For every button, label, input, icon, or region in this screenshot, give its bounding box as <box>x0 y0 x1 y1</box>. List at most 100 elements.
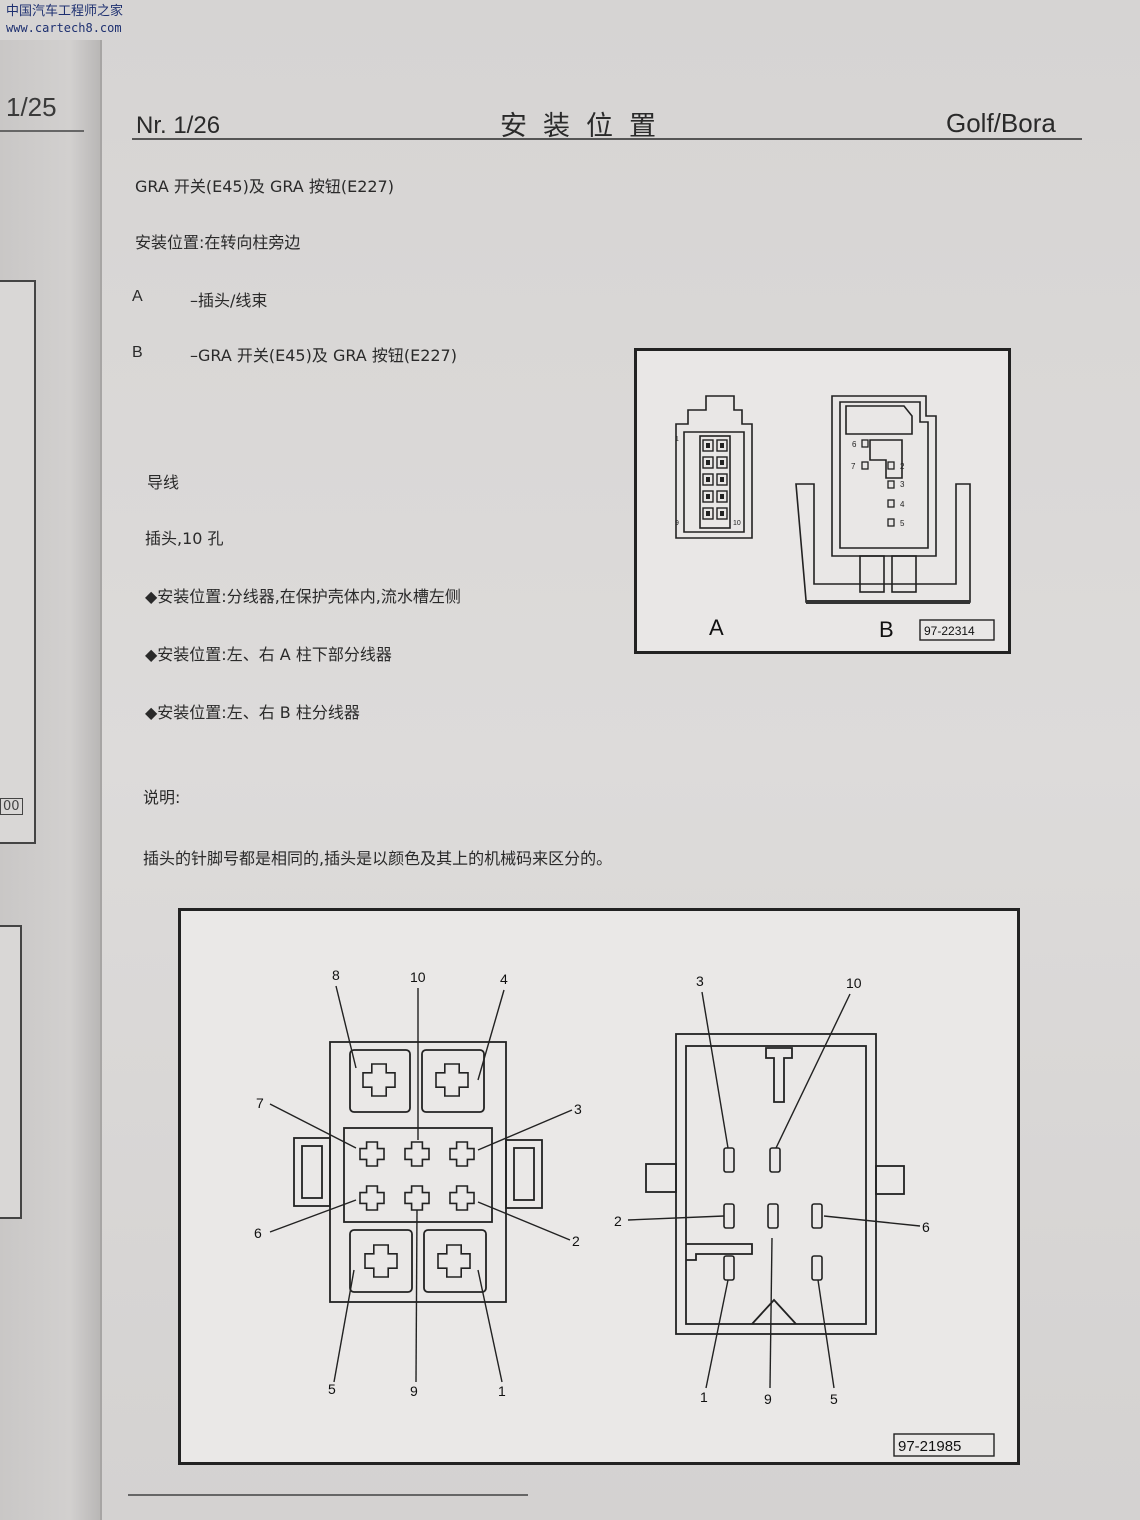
left-pin-label-8: 8 <box>332 967 340 983</box>
legend-key-a: A <box>132 288 143 305</box>
connector-a-pin-1: 1 <box>675 436 679 443</box>
left-pin-label-6: 6 <box>254 1225 262 1241</box>
legend-text-a: –插头/线束 <box>190 291 268 310</box>
large-cavity <box>362 1063 396 1097</box>
connector-a-cavity-mark <box>706 443 710 448</box>
connector-a-cavities <box>702 439 728 520</box>
connector-a-cavity <box>716 490 728 503</box>
connector-a-cavity <box>702 456 714 469</box>
connector-a-cavity <box>716 473 728 486</box>
left-pin-label-10: 10 <box>410 969 426 985</box>
switch-contact <box>887 461 895 470</box>
connector-a-cavity-mark <box>706 494 710 499</box>
pin-slot <box>769 1147 781 1173</box>
watermark: 中国汽车工程师之家 www.cartech8.com <box>6 4 123 36</box>
note-text: 插头的针脚号都是相同的,插头是以颜色及其上的机械码来区分的。 <box>143 849 613 868</box>
figure-location-diagram: 1 9 10 6 7 2 3 4 5 A B 97-22314 <box>634 348 1011 654</box>
figure-b-ref-box <box>893 1433 995 1457</box>
left-pin-label-1: 1 <box>498 1383 506 1399</box>
figure-a-frame <box>634 348 1011 654</box>
right-pin-label-2: 2 <box>614 1213 622 1229</box>
right-pin-label-9: 9 <box>764 1391 772 1407</box>
footer-rule <box>128 1494 528 1496</box>
leader-line <box>775 993 851 1149</box>
left-pin-label-9: 9 <box>410 1383 418 1399</box>
connector-a-cavity-mark <box>706 460 710 465</box>
pin-slot <box>723 1147 735 1173</box>
right-pin-label-5: 5 <box>830 1391 838 1407</box>
connector-a-cavity-mark <box>720 477 724 482</box>
connector-a-cavity-mark <box>720 494 724 499</box>
switch-contact <box>887 518 895 527</box>
leader-line <box>627 1215 725 1221</box>
left-pin-label-7: 7 <box>256 1095 264 1111</box>
leader-line <box>335 985 357 1069</box>
figure-pin-diagram: 8 10 4 7 6 3 2 5 9 1 3 10 2 6 1 9 5 97-2… <box>178 908 1020 1465</box>
right-connector-pins <box>723 1147 823 1281</box>
right-pin-label-1: 1 <box>700 1389 708 1405</box>
watermark-url: www.cartech8.com <box>6 21 122 35</box>
legend-text-b: –GRA 开关(E45)及 GRA 按钮(E227) <box>190 346 457 365</box>
figure-a-ref: 97-22314 <box>924 624 975 638</box>
connector-a-cavity <box>716 439 728 452</box>
large-cavity <box>435 1063 469 1097</box>
right-connector-drawing <box>645 1033 905 1335</box>
wiring-heading: 导线 <box>147 473 180 492</box>
connector-a-cavity <box>702 473 714 486</box>
pin-slot <box>811 1255 823 1281</box>
switch-contact <box>861 461 869 470</box>
note-heading: 说明: <box>143 788 181 807</box>
switch-pin-2: 2 <box>900 462 905 471</box>
small-cavity <box>359 1141 385 1167</box>
leader-line <box>415 1209 418 1383</box>
connector-a-cavity-mark <box>720 443 724 448</box>
connector-a-pin-10: 10 <box>733 520 741 527</box>
header-rule <box>132 138 1082 140</box>
pin-slot <box>811 1203 823 1229</box>
figure-a-label-b: B <box>879 617 894 642</box>
left-pin-label-5: 5 <box>328 1381 336 1397</box>
switch-contact <box>887 499 895 508</box>
figure-b-frame <box>178 908 1020 1465</box>
leader-line <box>333 1269 355 1383</box>
leader-line <box>477 989 505 1081</box>
wiring-location-3: ◆安装位置:左、右 B 柱分线器 <box>145 703 360 722</box>
connector-a-cavity <box>702 490 714 503</box>
left-pin-label-4: 4 <box>500 971 508 987</box>
adjacent-page: 1/25 00 <box>0 40 102 1520</box>
small-cavity <box>404 1185 430 1211</box>
left-pin-label-3: 3 <box>574 1101 582 1117</box>
switch-pin-6: 6 <box>852 440 857 449</box>
pin-slot <box>767 1203 779 1229</box>
connector-a-cavity <box>702 439 714 452</box>
left-connector-leaders <box>269 985 573 1383</box>
switch-pin-3: 3 <box>900 480 905 489</box>
component-title: GRA 开关(E45)及 GRA 按钮(E227) <box>135 177 394 196</box>
left-connector-cavities <box>359 1063 475 1278</box>
component-location: 安装位置:在转向柱旁边 <box>135 233 301 252</box>
watermark-site: 中国汽车工程师之家 <box>6 4 124 19</box>
connector-a-cavity-mark <box>720 460 724 465</box>
large-cavity <box>364 1244 398 1278</box>
leader-line <box>477 1201 571 1241</box>
left-connector-drawing <box>293 1041 543 1303</box>
figure-a-label-a: A <box>709 615 724 640</box>
switch-contact <box>861 439 869 448</box>
small-cavity <box>359 1185 385 1211</box>
leader-line <box>269 1103 357 1149</box>
leader-line <box>705 1279 729 1389</box>
page-ref: Nr. 1/26 <box>136 112 221 139</box>
small-cavity <box>449 1185 475 1211</box>
switch-pin-7: 7 <box>851 462 856 471</box>
adjacent-page-number: 1/25 <box>6 92 57 122</box>
right-pin-label-6: 6 <box>922 1219 930 1235</box>
leader-line <box>269 1199 357 1233</box>
large-cavity <box>437 1244 471 1278</box>
page-title: 安装位置 <box>500 111 672 142</box>
switch-b-contacts <box>861 439 895 527</box>
connector-description: 插头,10 孔 <box>145 529 224 548</box>
leader-line <box>477 1109 573 1151</box>
steering-column-base <box>806 600 970 604</box>
adjacent-figure-frame <box>0 280 36 844</box>
adjacent-figure-label: 00 <box>0 798 23 815</box>
